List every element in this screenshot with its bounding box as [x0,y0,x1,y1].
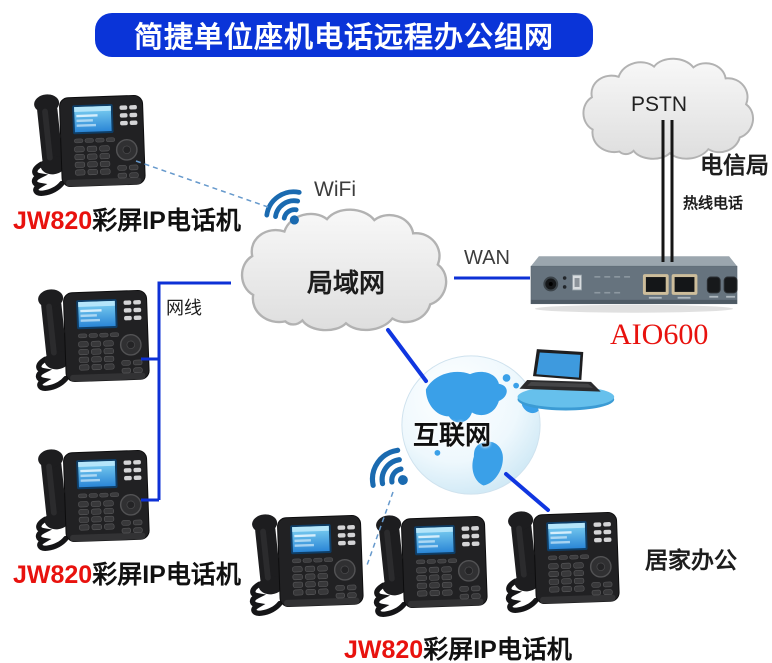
gateway-device-image [527,252,741,314]
wifi-label: WiFi [314,178,356,201]
ethernet-cable-label: 网线 [166,298,202,318]
ip-phone-icon [364,504,490,618]
phone-model: JW820 [344,636,424,663]
ip-phone-icon [26,278,152,392]
phone-model-label: JW820彩屏IP电话机 [344,630,572,663]
pstn-label: PSTN [631,93,688,116]
ip-phone-icon [240,503,366,617]
wan-label: WAN [464,247,510,269]
laptop-icon [504,348,620,412]
ip-phone-icon [26,438,152,552]
phone-model-label: JW820彩屏IP电话机 [13,555,241,591]
ip-phone-icon [22,83,148,197]
hotline-label: 热线电话 [683,195,744,212]
phone-description: 彩屏IP电话机 [423,636,572,663]
phone-model: JW820 [13,561,93,589]
phone-model-label: JW820彩屏IP电话机 [13,201,241,237]
internet-label: 互联网 [413,420,492,450]
phone-model: JW820 [13,207,93,235]
home-office-label: 居家办公 [645,547,737,573]
gateway-model-label: AIO600 [610,318,709,351]
ip-phone-icon [496,500,622,614]
title-banner: 简捷单位座机电话远程办公组网 [95,13,593,57]
phone-description: 彩屏IP电话机 [92,561,241,589]
page-title: 简捷单位座机电话远程办公组网 [133,22,554,54]
phone-description: 彩屏IP电话机 [92,207,241,235]
lan-label: 局域网 [307,268,386,298]
telecom-office-label: 电信局 [700,152,769,178]
